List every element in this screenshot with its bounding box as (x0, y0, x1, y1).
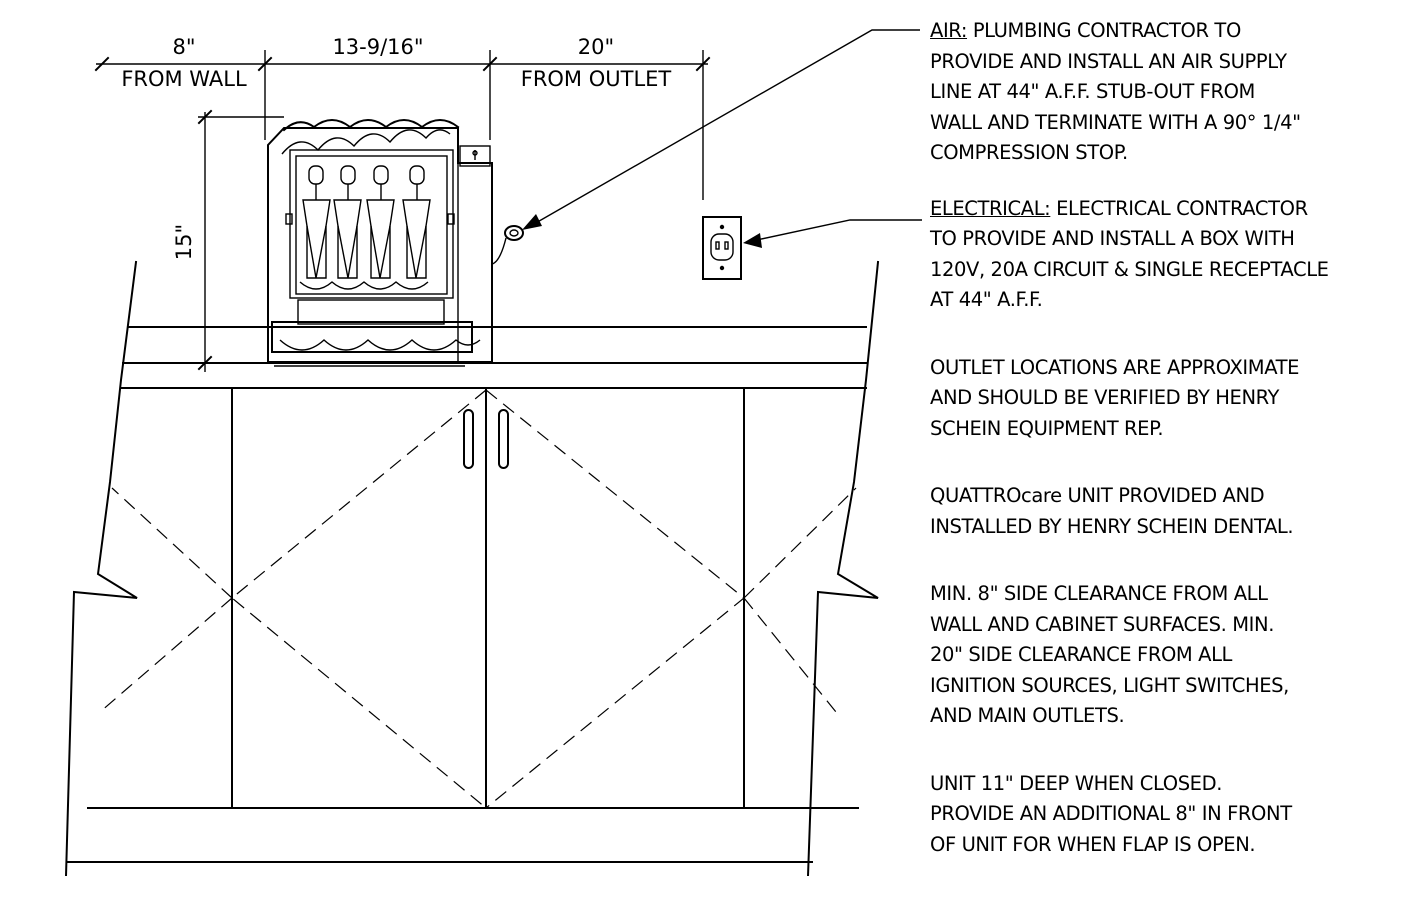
note-electrical-body: ELECTRICAL CONTRACTOR TO PROVIDE AND INS… (930, 196, 1329, 312)
from-wall-dimension: 8" (172, 35, 195, 59)
air-leader-arrow (522, 214, 542, 230)
right-break-line (806, 260, 880, 876)
quattrocare-unit (267, 119, 524, 363)
note-electrical-heading: ELECTRICAL: (930, 196, 1051, 220)
note-air-heading: AIR: (930, 19, 968, 42)
unit-height-dimension: 15" (172, 224, 196, 260)
cabinet (64, 260, 880, 876)
left-break-line (64, 260, 138, 876)
note-air: AIR: PLUMBING CONTRACTOR TO PROVIDE AND … (930, 16, 1420, 169)
dimension-lines (94, 50, 711, 372)
electrical-outlet (702, 216, 742, 280)
from-outlet-label: FROM OUTLET (521, 67, 672, 91)
leader-lines (522, 29, 922, 248)
note-clearance: MIN. 8" SIDE CLEARANCE FROM ALL WALL AND… (930, 582, 1289, 727)
installation-elevation-drawing: 8" FROM WALL 13-9/16" 20" FROM OUTLET 15… (64, 29, 922, 876)
door-handle-right (498, 409, 509, 469)
door-handle-left (463, 409, 474, 469)
note-electrical: ELECTRICAL: ELECTRICAL CONTRACTOR TO PRO… (930, 194, 1420, 316)
unit-width-dimension: 13-9/16" (332, 35, 423, 59)
electrical-leader-arrow (743, 233, 762, 248)
from-wall-label: FROM WALL (121, 67, 247, 91)
note-quattrocare: QUATTROcare UNIT PROVIDED AND INSTALLED … (930, 484, 1294, 538)
notes-panel: AIR: PLUMBING CONTRACTOR TO PROVIDE AND … (930, 16, 1420, 897)
note-depth: UNIT 11" DEEP WHEN CLOSED. PROVIDE AN AD… (930, 771, 1292, 856)
note-outlet-locations: OUTLET LOCATIONS ARE APPROXIMATE AND SHO… (930, 355, 1300, 440)
note-air-body: PLUMBING CONTRACTOR TO PROVIDE AND INSTA… (930, 19, 1301, 164)
air-connection-fitting (504, 225, 524, 241)
from-outlet-dimension: 20" (578, 35, 614, 59)
